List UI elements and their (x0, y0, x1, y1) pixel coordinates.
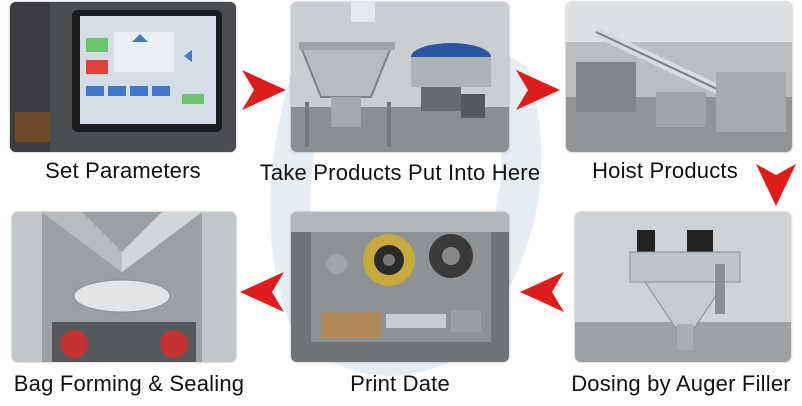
step-photo-bag-former (12, 212, 236, 362)
arrow-left-icon (240, 272, 284, 312)
arrow-right-icon (516, 70, 560, 110)
arrow-left-icon (520, 272, 564, 312)
step-photo-set-parameters (10, 2, 236, 152)
step-photo-date-printer (291, 212, 509, 362)
step-label-take-products: Take Products Put Into Here (259, 160, 541, 185)
step-photo-auger-filler (575, 212, 791, 362)
step-label-set-parameters: Set Parameters (45, 158, 201, 183)
step-photo-hopper (291, 2, 509, 152)
step-label-print-date: Print Date (350, 371, 450, 396)
step-photo-screw-conveyor (566, 2, 792, 152)
arrow-down-icon (756, 164, 796, 206)
step-label-auger-filler: Dosing by Auger Filler (571, 371, 791, 396)
step-label-hoist-products: Hoist Products (592, 158, 738, 183)
arrow-right-icon (242, 70, 286, 110)
step-label-bag-forming: Bag Forming & Sealing (13, 371, 245, 396)
